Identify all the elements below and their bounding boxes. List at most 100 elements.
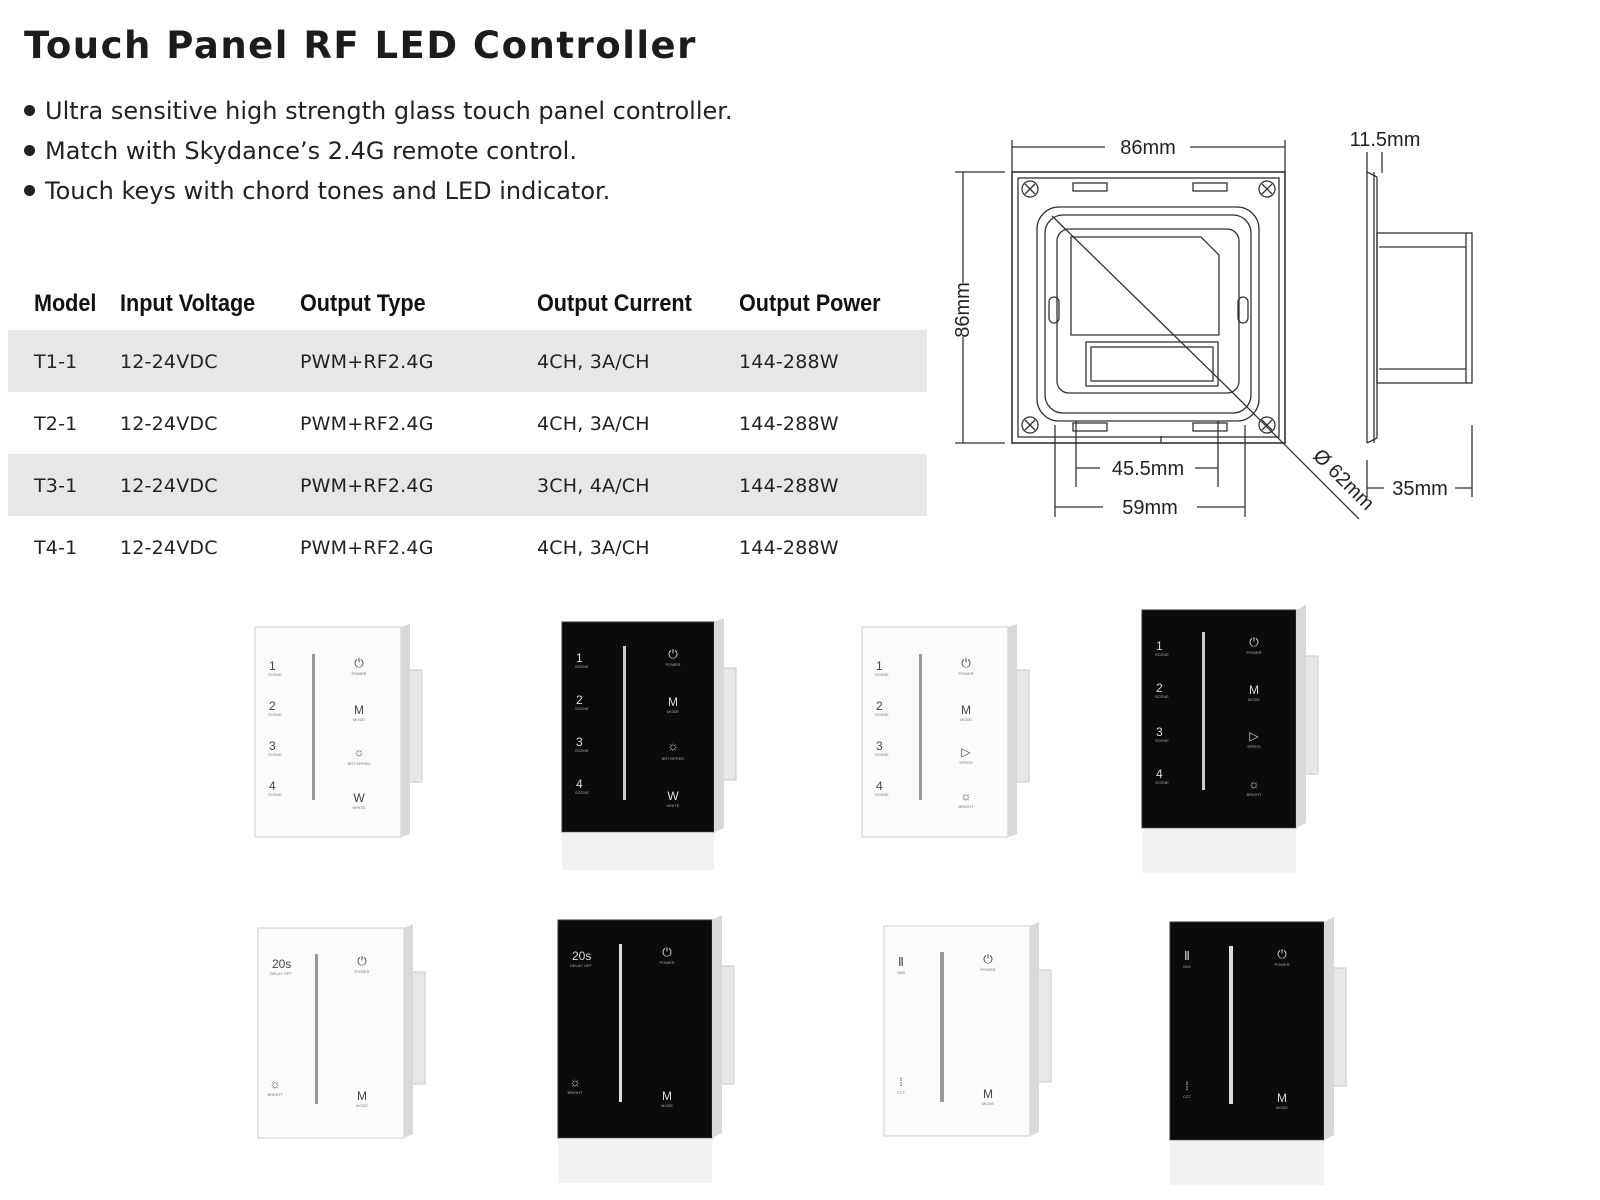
scene-1-key[interactable]: 1	[876, 659, 883, 673]
power-icon[interactable]: ⏻	[983, 952, 993, 966]
key-caption: MODE	[1248, 697, 1260, 702]
scene-3-key[interactable]: 3	[576, 735, 583, 749]
scene-1-key[interactable]: 1	[1156, 639, 1163, 653]
feature-list: Ultra sensitive high strength glass touc…	[24, 94, 733, 214]
brightness-icon[interactable]: ☼	[570, 1075, 581, 1089]
scene-4-key[interactable]: 4	[576, 777, 583, 791]
white-key[interactable]: W	[353, 791, 365, 805]
speed-icon[interactable]: ▷	[1249, 729, 1259, 743]
dim-touch-slider[interactable]	[619, 944, 622, 1102]
mode-key[interactable]: M	[1277, 1091, 1287, 1105]
table-row: T3-1 12-24VDC PWM+RF2.4G 3CH, 4A/CH 144-…	[8, 454, 927, 516]
dim-diameter-label: Ø 62mm	[1308, 445, 1378, 515]
scene-caption: SCENE	[575, 748, 589, 753]
table-cell: 4CH, 3A/CH	[537, 413, 650, 435]
brightness-icon[interactable]: ☼	[961, 789, 972, 803]
key-caption: BRIGHT	[567, 1090, 583, 1095]
dim-icon[interactable]: Ⅱ	[1184, 949, 1190, 963]
scene-3-key[interactable]: 3	[269, 739, 276, 753]
key-caption: BRIGHT	[1246, 792, 1262, 797]
scene-3-key[interactable]: 3	[1156, 725, 1163, 739]
scene-2-key[interactable]: 2	[576, 693, 583, 707]
key-caption: BRIGHT	[267, 1092, 283, 1097]
key-caption: CCT	[1183, 1094, 1192, 1099]
mode-key[interactable]: M	[1249, 683, 1259, 697]
brightness-speed-icon[interactable]: ☼	[354, 745, 365, 759]
power-icon[interactable]: ⏻	[1249, 635, 1259, 649]
panel-edge	[404, 924, 413, 1138]
power-icon[interactable]: ⏻	[662, 945, 672, 959]
delay-timer-key[interactable]: 20s	[572, 949, 591, 963]
table-cell: 144-288W	[739, 537, 839, 559]
cct-icon[interactable]: ⁞	[899, 1075, 902, 1089]
scene-caption: SCENE	[1155, 694, 1169, 699]
rgb-touch-slider[interactable]	[312, 654, 315, 800]
key-caption: MODE	[960, 717, 972, 722]
scene-4-key[interactable]: 4	[269, 779, 276, 793]
panel-t2-white: Ⅱ DIM ⏻ POWER ⁞ CCT M MODE	[883, 918, 1064, 1163]
table-row: T2-1 12-24VDC PWM+RF2.4G 4CH, 3A/CH 144-…	[8, 392, 927, 454]
white-key[interactable]: W	[667, 789, 679, 803]
mode-key[interactable]: M	[983, 1087, 993, 1101]
brightness-speed-icon[interactable]: ☼	[668, 739, 679, 753]
scene-caption: SCENE	[575, 664, 589, 669]
rgb-touch-slider[interactable]	[919, 654, 922, 800]
power-icon[interactable]: ⏻	[668, 647, 678, 661]
table-cell: T4-1	[34, 537, 78, 559]
brightness-icon[interactable]: ☼	[270, 1077, 281, 1091]
key-caption: POWER	[958, 671, 973, 676]
table-cell: 12-24VDC	[120, 537, 218, 559]
scene-4-key[interactable]: 4	[1156, 767, 1163, 781]
panel-t4-black: 20s DELAY OFF ⏻ POWER ☼ BRIGHT M MODE	[557, 908, 738, 1188]
rgb-touch-slider[interactable]	[1202, 632, 1205, 790]
brightness-icon[interactable]: ☼	[1249, 777, 1260, 791]
glass-face	[883, 925, 1031, 1137]
mode-key[interactable]: M	[961, 703, 971, 717]
cct-touch-slider[interactable]	[940, 952, 944, 1102]
table-header: Model Input Voltage Output Type Output C…	[8, 282, 927, 330]
key-caption: POWER	[354, 969, 369, 974]
scene-caption: SCENE	[875, 792, 889, 797]
scene-3-key[interactable]: 3	[876, 739, 883, 753]
scene-2-key[interactable]: 2	[269, 699, 276, 713]
cct-icon[interactable]: ⁞	[1185, 1079, 1188, 1093]
scene-2-key[interactable]: 2	[1156, 681, 1163, 695]
scene-1-key[interactable]: 1	[576, 651, 583, 665]
cct-touch-slider[interactable]	[1229, 946, 1233, 1104]
key-caption: MODE	[667, 709, 679, 714]
dimension-drawing: 86mm 86mm 45.5mm 59mm Ø 62mm 11.5mm 35mm	[952, 129, 1473, 520]
bullet-dot-icon	[24, 145, 35, 156]
mode-key[interactable]: M	[662, 1089, 672, 1103]
power-icon[interactable]: ⏻	[354, 656, 364, 670]
feature-item: Touch keys with chord tones and LED indi…	[24, 174, 733, 214]
glass-face	[1141, 609, 1297, 829]
scene-1-key[interactable]: 1	[269, 659, 276, 673]
dim-mount-width-label: 59mm	[1122, 497, 1178, 519]
panel-edge	[714, 618, 724, 832]
mode-key[interactable]: M	[354, 703, 364, 717]
glass-face	[1169, 921, 1325, 1141]
power-icon[interactable]: ⏻	[357, 954, 367, 968]
panel-t4-black-graphic: 20s DELAY OFF ⏻ POWER ☼ BRIGHT M MODE	[557, 915, 735, 1183]
delay-timer-key[interactable]: 20s	[272, 957, 291, 971]
power-icon[interactable]: ⏻	[1277, 947, 1287, 961]
key-caption: POWER	[351, 671, 366, 676]
panel-edge	[1296, 605, 1306, 828]
speed-icon[interactable]: ▷	[961, 745, 971, 759]
mode-key[interactable]: M	[668, 695, 678, 709]
mode-key[interactable]: M	[357, 1089, 367, 1103]
key-caption: MODE	[356, 1103, 368, 1108]
key-caption: WHITE	[353, 805, 366, 810]
glass-face	[861, 626, 1009, 838]
panel-t1-black-graphic: 1 SCENE 2 SCENE 3 SCENE 4 SCENE ⏻ POWER …	[561, 618, 737, 870]
dim-icon[interactable]: Ⅱ	[898, 955, 904, 969]
scene-caption: SCENE	[875, 672, 889, 677]
scene-4-key[interactable]: 4	[876, 779, 883, 793]
scene-caption: SCENE	[268, 712, 282, 717]
scene-caption: SCENE	[575, 790, 589, 795]
scene-2-key[interactable]: 2	[876, 699, 883, 713]
power-icon[interactable]: ⏻	[961, 656, 971, 670]
rgb-touch-slider[interactable]	[623, 646, 626, 800]
dim-touch-slider[interactable]	[315, 954, 318, 1104]
table-cell: 12-24VDC	[120, 475, 218, 497]
